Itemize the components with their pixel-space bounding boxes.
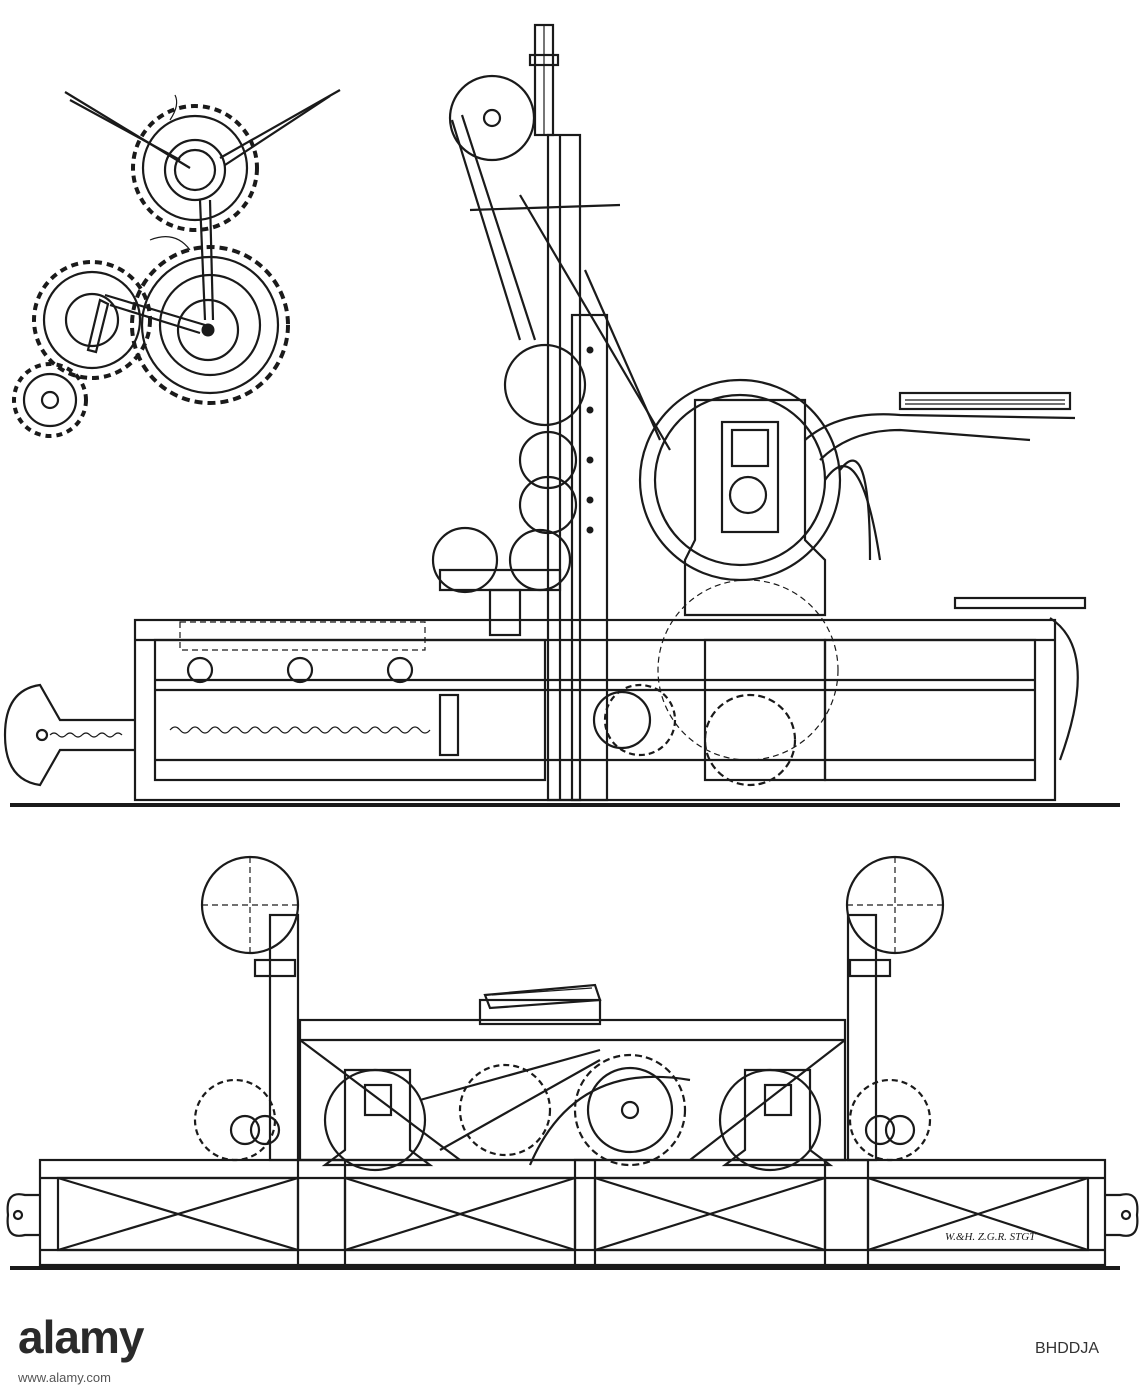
stock-photo-banner: alamy BHDDJA www.alamy.com	[0, 1288, 1147, 1390]
alamy-logo: alamy	[18, 1311, 144, 1363]
gear-train-detail	[12, 89, 341, 438]
top-pulley	[448, 74, 536, 162]
left-gear	[32, 260, 152, 380]
image-id: BHDDJA	[1034, 1340, 1099, 1357]
side-elevation	[3, 23, 1120, 807]
site-url: www.alamy.com	[18, 1370, 111, 1385]
right-top-pulley	[845, 855, 945, 955]
large-gear	[130, 245, 290, 405]
small-pinion	[12, 362, 88, 438]
printing-press-engraving: W.&H. Z.G.R. STGT	[3, 23, 1139, 1270]
engraver-signature: W.&H. Z.G.R. STGT	[945, 1231, 1036, 1243]
left-top-pulley	[200, 855, 300, 955]
front-elevation: W.&H. Z.G.R. STGT	[6, 855, 1139, 1270]
upper-gear	[131, 104, 259, 232]
